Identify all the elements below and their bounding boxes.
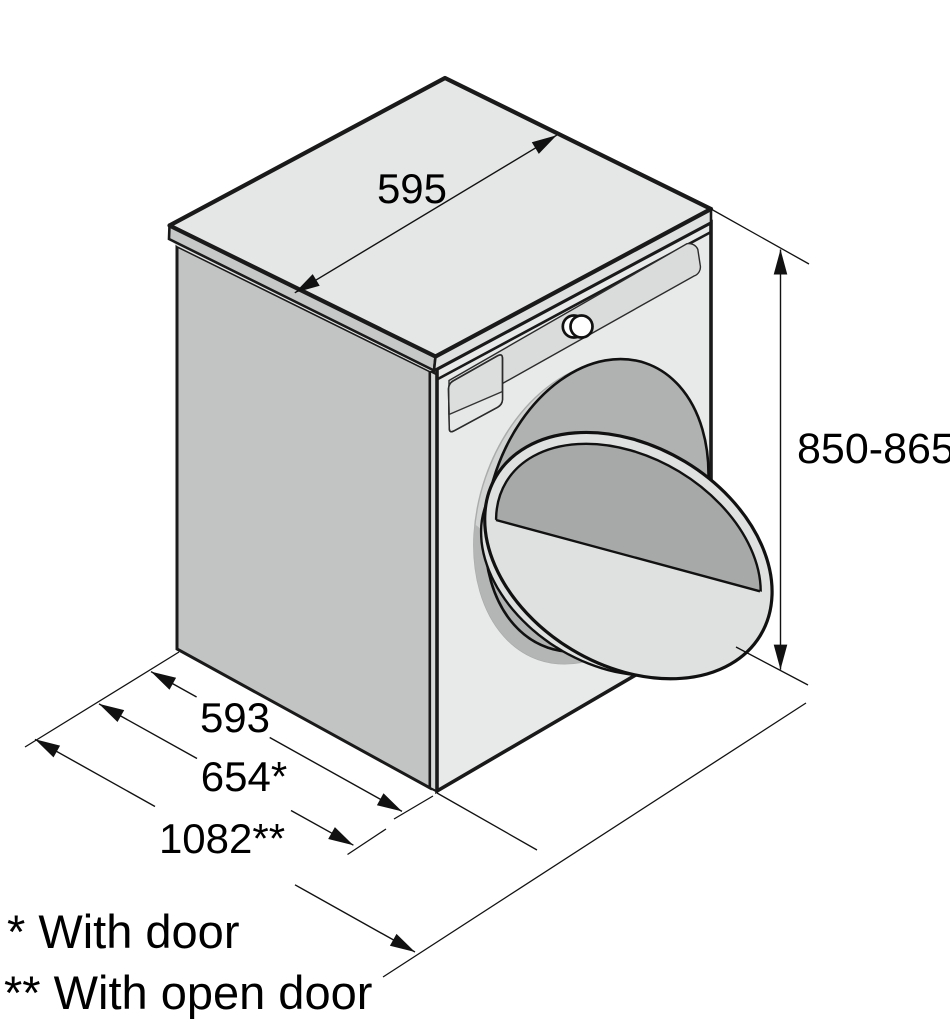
svg-text:593: 593 <box>200 694 270 741</box>
svg-text:* With door: * With door <box>7 905 239 958</box>
svg-text:595: 595 <box>377 165 447 212</box>
svg-text:1082**: 1082** <box>159 815 285 862</box>
svg-text:654*: 654* <box>201 753 287 800</box>
svg-text:850-865: 850-865 <box>797 425 950 473</box>
svg-text:** With open door: ** With open door <box>4 966 372 1019</box>
